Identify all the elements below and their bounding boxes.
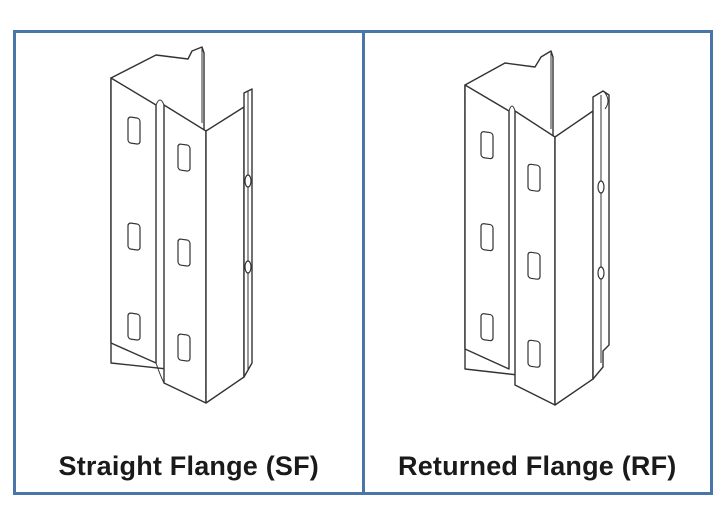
bolt-hole [244,174,252,188]
bolt-hole [244,260,252,274]
caption-straight-flange: Straight Flange (SF) [58,451,319,481]
slot-hole [177,333,191,362]
slot-hole [127,312,141,341]
bolt-hole [596,266,605,280]
upright-side-face [205,106,245,404]
slot-hole [479,131,494,160]
slot-hole [177,143,191,172]
flange-return-curl [604,92,608,110]
panel-returned-flange: Returned Flange (RF) [365,33,711,492]
center-fold [155,99,165,106]
slot-hole [526,163,541,192]
slot-hole [526,339,541,368]
slot-hole [526,251,541,280]
slot-hole [177,238,191,267]
slot-hole [479,313,494,342]
straight-flange-upright-drawing [110,46,253,404]
center-fold [508,105,515,112]
caption-returned-flange: Returned Flange (RF) [398,451,677,481]
comparison-frame: Straight Flange (SF) [13,30,713,495]
center-fold-bottom [155,362,165,384]
bolt-hole [596,180,605,194]
panel-straight-flange: Straight Flange (SF) [16,33,365,492]
upright-side-face [553,110,594,406]
slot-hole [127,116,141,145]
slot-hole [127,222,141,251]
returned-flange-upright-drawing [463,50,610,406]
slot-hole [479,223,494,252]
